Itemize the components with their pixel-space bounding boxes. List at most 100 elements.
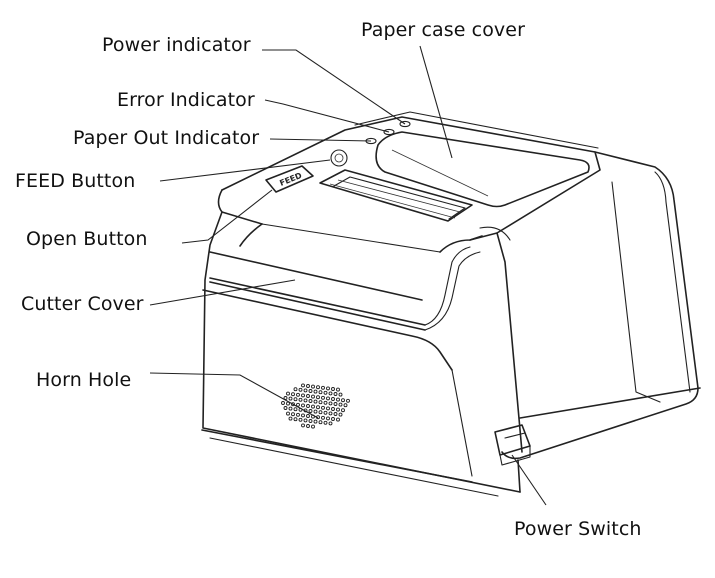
horn-hole-dot — [321, 415, 325, 420]
label-paper-case-cover: Paper case cover — [361, 19, 525, 41]
leader-power-switch — [511, 454, 547, 506]
horn-hole-dot — [328, 421, 333, 426]
horn-hole-dot — [293, 407, 298, 412]
horn-hole-dot — [326, 406, 330, 411]
horn-hole-dot — [281, 401, 285, 405]
printer-right-body — [479, 151, 701, 460]
horn-hole-dot — [301, 423, 305, 428]
horn-hole-dot — [291, 402, 295, 407]
label-horn-hole: Horn Hole — [36, 369, 132, 391]
horn-hole-dot — [288, 396, 293, 401]
horn-hole-dot — [336, 397, 340, 402]
horn-hole-dot — [286, 401, 290, 406]
label-power-switch: Power Switch — [514, 518, 642, 540]
horn-hole-dot — [298, 387, 303, 392]
horn-hole-dot — [326, 386, 330, 391]
horn-hole-dot — [296, 402, 300, 407]
horn-hole-dot — [303, 398, 308, 403]
open-button: FEED — [265, 165, 314, 193]
horn-hole-dot — [303, 388, 308, 393]
horn-hole-dot — [336, 407, 340, 412]
horn-hole-dot — [326, 396, 330, 401]
horn-hole-dot — [313, 409, 318, 414]
printer-front-face — [202, 211, 521, 493]
horn-hole-dot — [296, 392, 300, 397]
printer-lower-body — [201, 369, 499, 497]
horn-hole-dot — [341, 408, 345, 413]
horn-hole-dot — [321, 385, 325, 390]
horn-hole-dot — [318, 390, 323, 395]
leader-open-button — [181, 189, 273, 244]
horn-hole-dot — [323, 420, 328, 425]
leader-cutter-cover — [149, 279, 296, 306]
horn-hole-dot — [293, 397, 298, 402]
horn-hole-dot — [318, 420, 323, 425]
horn-hole-dot — [321, 405, 325, 410]
horn-hole-dot — [336, 417, 340, 422]
horn-hole-dot — [303, 418, 308, 423]
horn-hole-dot — [328, 411, 333, 416]
paper-case-cover — [375, 131, 590, 208]
horn-hole-dot — [336, 387, 340, 392]
printer-top-lid — [217, 111, 601, 253]
horn-hole-dot — [313, 399, 318, 404]
horn-hole-dot — [321, 395, 325, 400]
horn-hole-dot — [338, 392, 343, 397]
horn-hole-dot — [333, 412, 338, 416]
horn-hole-dot — [338, 412, 343, 417]
horn-hole-dot — [331, 397, 335, 401]
label-cutter-cover: Cutter Cover — [21, 293, 144, 315]
horn-hole-dot — [306, 424, 310, 428]
horn-hole-dot — [326, 416, 330, 421]
horn-hole-dot — [301, 393, 305, 398]
horn-hole-dot — [333, 392, 338, 396]
leader-horn-hole — [149, 372, 319, 419]
horn-hole-dot — [293, 387, 298, 392]
label-paper-out-indicator: Paper Out Indicator — [73, 127, 260, 149]
power-indicator-light — [399, 120, 411, 128]
horn-hole-dot — [311, 384, 315, 389]
horn-hole-dot — [298, 397, 303, 402]
horn-hole-dot — [308, 409, 313, 413]
paper-exit-slot — [319, 169, 473, 222]
horn-hole-dot — [328, 391, 333, 396]
horn-hole-dot — [296, 412, 300, 417]
feed-button — [330, 149, 348, 167]
horn-hole-dot — [306, 394, 310, 398]
horn-hole-dot — [338, 402, 343, 407]
horn-hole-dot — [308, 399, 313, 403]
horn-hole-dot — [323, 390, 328, 395]
horn-hole-dot — [308, 389, 313, 393]
cutter-cover — [202, 246, 481, 371]
horn-hole-dot — [346, 398, 350, 403]
horn-hole-dot — [301, 383, 305, 388]
leader-power-indicator — [262, 49, 406, 125]
leader-lines — [149, 45, 547, 506]
leader-paper-case-cover — [419, 45, 453, 159]
horn-hole-dot — [308, 419, 313, 423]
horn-hole-dot — [306, 414, 310, 418]
horn-hole-dot — [323, 410, 328, 415]
horn-hole-dot — [306, 404, 310, 408]
horn-hole — [281, 383, 350, 429]
label-open-button: Open Button — [26, 228, 148, 250]
horn-hole-dot — [301, 403, 305, 408]
horn-hole-dot — [298, 417, 303, 422]
horn-hole-dot — [313, 419, 318, 424]
horn-hole-dot — [311, 424, 315, 429]
horn-hole-dot — [301, 413, 305, 418]
error-indicator-light — [383, 128, 395, 136]
horn-hole-dot — [291, 392, 295, 397]
label-power-indicator: Power indicator — [102, 34, 251, 56]
horn-hole-dot — [316, 385, 320, 390]
leader-paper-out-indicator — [269, 138, 372, 142]
horn-hole-dot — [318, 410, 323, 415]
horn-hole-dot — [316, 405, 320, 410]
horn-hole-dot — [331, 407, 335, 411]
horn-hole-dot — [343, 403, 348, 408]
horn-hole-dot — [313, 389, 318, 394]
label-feed-button: FEED Button — [15, 170, 136, 192]
horn-hole-dot — [286, 391, 290, 396]
